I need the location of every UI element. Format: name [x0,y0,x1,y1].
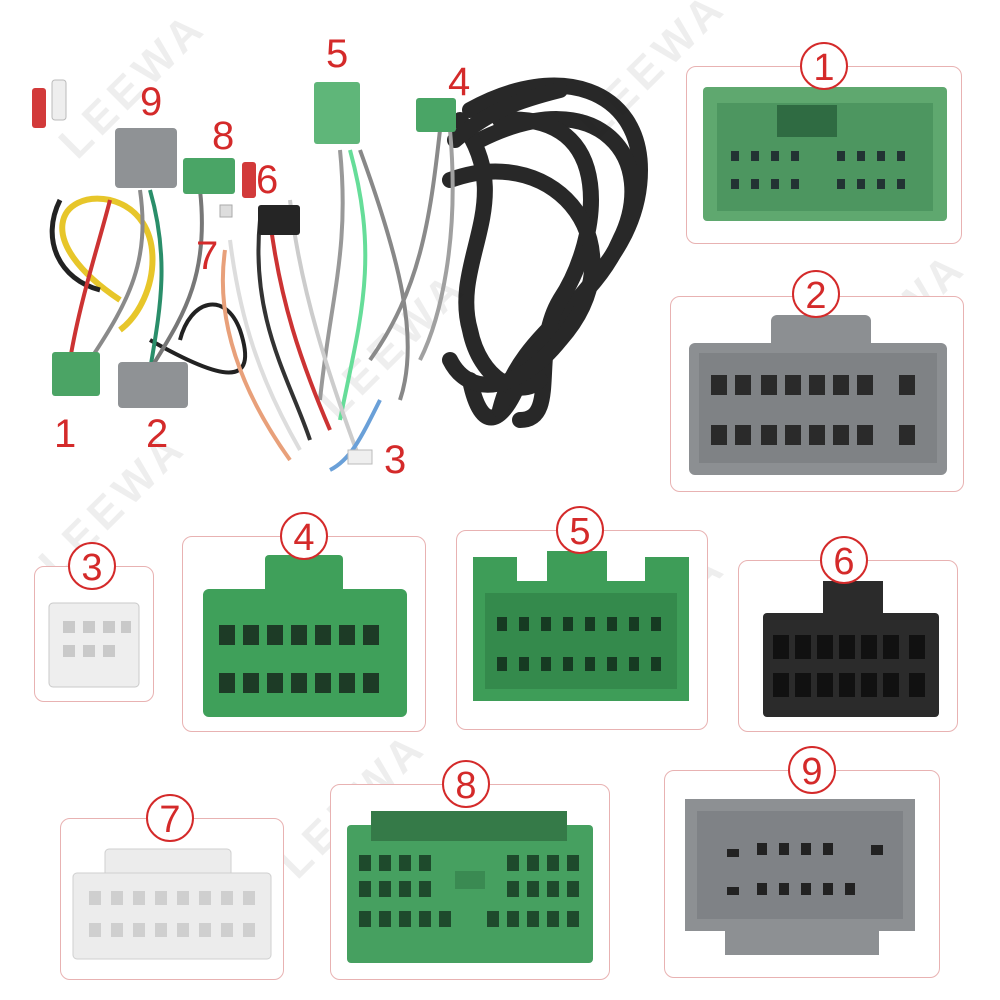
connector-4-image [203,555,407,717]
harness-label-5: 5 [326,32,349,76]
connector-panel-1 [686,66,962,244]
connector-panel-3 [34,566,154,702]
harness-label-8: 8 [212,114,235,158]
panel-number-badge-7: 7 [146,794,194,842]
connector-panel-6 [738,560,958,732]
harness-label-7: 7 [196,234,219,278]
harness-label-9: 9 [140,80,163,124]
harness-label-6: 6 [256,158,279,202]
panel-number-badge-1: 1 [800,42,848,90]
connector-panel-4 [182,536,426,732]
connector-9-image [685,799,915,955]
connector-6-image [763,581,939,717]
panel-number-badge-2: 2 [792,270,840,318]
panel-number-badge-5: 5 [556,506,604,554]
connector-3-image [48,602,140,688]
connector-8-image [347,811,593,963]
connector-2-image [689,315,947,475]
panel-number-badge-8: 8 [442,760,490,808]
panel-number-badge-4: 4 [280,512,328,560]
wire-harness-photo [32,77,649,472]
connector-panel-7 [60,818,284,980]
connector-panel-2 [670,296,964,492]
panel-number-badge-6: 6 [820,536,868,584]
panel-number-badge-9: 9 [788,746,836,794]
harness-label-4: 4 [448,60,471,104]
connector-7-image [72,848,272,960]
harness-label-1: 1 [54,412,77,456]
harness-label-3: 3 [384,438,407,482]
panel-number-badge-3: 3 [68,542,116,590]
connector-1-image [703,87,947,221]
harness-label-2: 2 [146,412,169,456]
connector-panel-9 [664,770,940,978]
connector-5-image [473,551,689,701]
connector-panel-5 [456,530,708,730]
connector-panel-8 [330,784,610,980]
